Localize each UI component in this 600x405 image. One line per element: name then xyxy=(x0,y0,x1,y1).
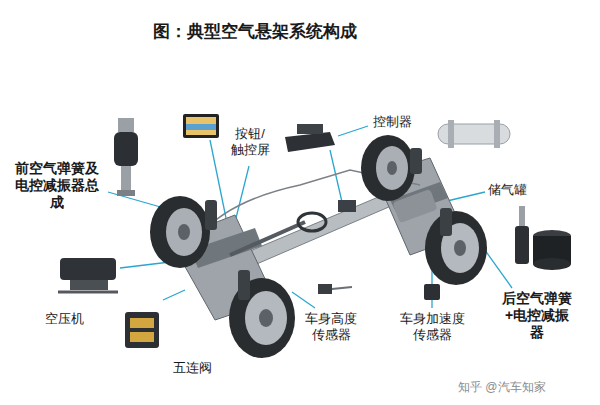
part-label: 车身高度传感器 xyxy=(302,311,360,342)
part-label: 后空气弹簧+电控减振器 xyxy=(500,290,574,340)
leader-line xyxy=(163,290,185,300)
rear-spring-shock-icon xyxy=(515,206,571,270)
wheel xyxy=(425,211,487,285)
wheel xyxy=(150,196,210,268)
part-label: 储气罐 xyxy=(483,182,531,198)
touchscreen-icon xyxy=(183,114,219,138)
height-sensor-icon xyxy=(318,284,352,294)
steering-wheel xyxy=(298,213,326,231)
leader-line xyxy=(338,126,368,136)
steering-column xyxy=(230,222,305,255)
controller-icon xyxy=(285,124,335,152)
wheel xyxy=(361,135,415,201)
part-label: 车身加速度传感器 xyxy=(396,311,468,342)
leader-line xyxy=(236,166,249,218)
part-label: 空压机 xyxy=(40,311,88,327)
wheels xyxy=(150,135,487,358)
part-label: 前空气弹簧及电控减振器总成 xyxy=(10,160,104,210)
front-air-spring-icon xyxy=(114,118,138,196)
part-label: 按钮/触控屏 xyxy=(229,126,271,157)
leader-lines xyxy=(108,126,512,308)
valve-block-icon xyxy=(125,312,159,348)
part-label: 五连阀 xyxy=(168,360,216,376)
acceleration-sensor-icon xyxy=(424,284,440,300)
controller-unit xyxy=(338,200,356,212)
watermark: 知乎 @汽车知家 xyxy=(458,380,546,394)
air-tank-icon xyxy=(438,120,510,148)
frame xyxy=(170,158,465,320)
part-label: 控制器 xyxy=(368,114,416,130)
leader-line xyxy=(120,262,170,268)
figure-title: 图：典型空气悬架系统构成 xyxy=(130,22,380,42)
leader-line xyxy=(292,292,315,308)
struts xyxy=(205,148,452,300)
compressor-icon xyxy=(58,258,118,292)
